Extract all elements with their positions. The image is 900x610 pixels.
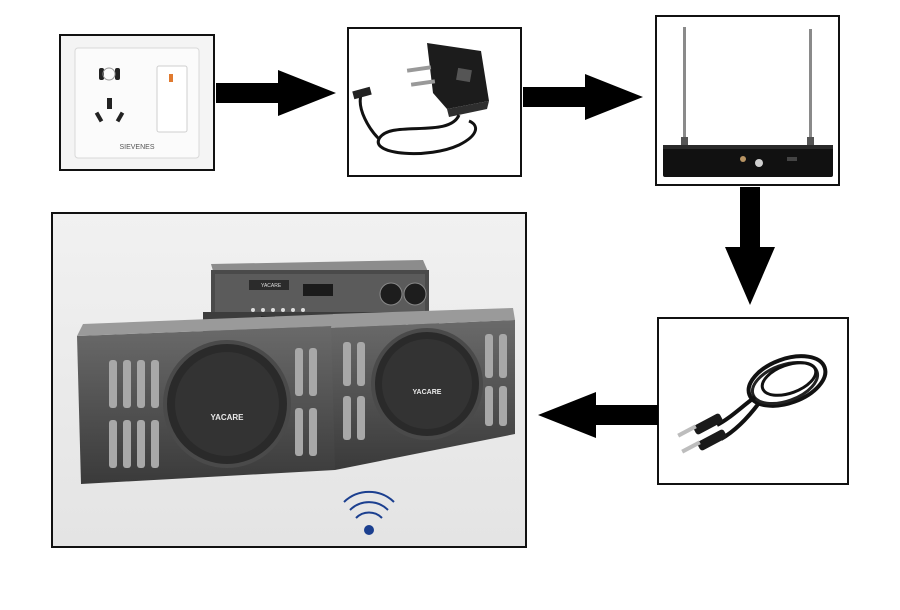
adapter-box xyxy=(347,27,522,177)
speaker-right-brand: YACARE xyxy=(413,389,442,396)
speaker-left: YACARE xyxy=(77,314,337,484)
receiver-box xyxy=(655,15,840,186)
arrow-down xyxy=(725,187,775,305)
amp-brand-label: YACARE xyxy=(261,283,282,289)
wireless-receiver-icon xyxy=(657,17,838,184)
arrow-left xyxy=(538,392,658,438)
power-outlet-icon: SIEVENES xyxy=(61,36,213,169)
arrow-right-2 xyxy=(523,74,643,120)
outlet-brand-label: SIEVENES xyxy=(119,144,154,151)
outlet-box: SIEVENES xyxy=(59,34,215,171)
speaker-right: YACARE xyxy=(331,308,515,470)
sound-system-box: YACARE Y xyxy=(51,212,527,548)
sound-system-image: YACARE Y xyxy=(53,214,525,546)
audio-cable-icon xyxy=(659,319,847,483)
arrow-right-1 xyxy=(216,70,336,116)
cable-box xyxy=(657,317,849,485)
power-adapter-icon xyxy=(349,29,520,175)
wifi-signal-icon xyxy=(343,490,395,535)
speaker-left-brand: YACARE xyxy=(210,413,244,422)
